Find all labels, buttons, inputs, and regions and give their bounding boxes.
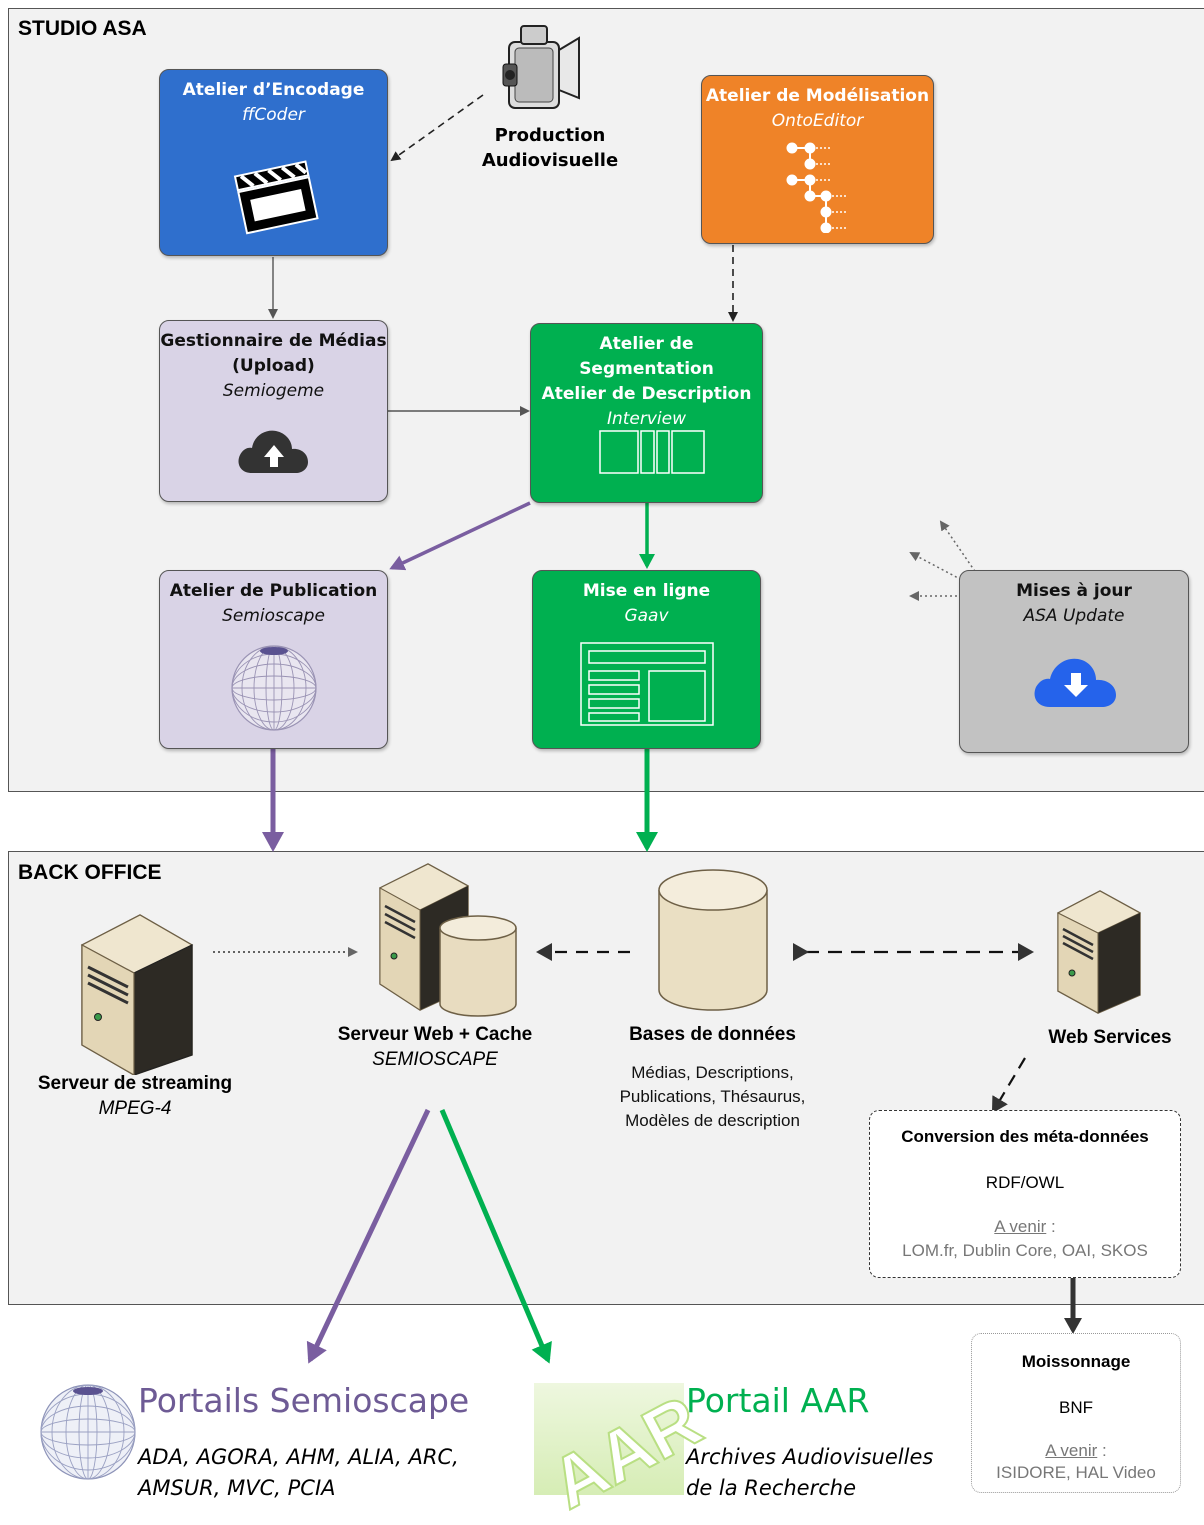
aar-logo: AAR xyxy=(534,1380,715,1525)
conversion-format: RDF/OWL xyxy=(985,1173,1065,1192)
encodage-subtitle: ffCoder xyxy=(242,105,305,125)
bases-line2: Publications, Thésaurus, xyxy=(619,1087,806,1106)
atelier-segmentation-box[interactable]: Atelier de Segmentation Atelier de Descr… xyxy=(530,323,763,503)
portails-semioscape-title[interactable]: Portails Semioscape xyxy=(138,1381,470,1420)
database-cylinder-icon xyxy=(658,869,768,1011)
segmentation-line1: Atelier de Segmentation xyxy=(579,334,714,379)
portail-aar-description: Archives Audiovisuelles de la Recherche xyxy=(686,1442,933,1504)
publication-subtitle: Semioscape xyxy=(222,606,325,626)
moissonnage-avenir-label: A venir xyxy=(1045,1441,1098,1460)
mises-a-jour-box[interactable]: Mises à jour ASA Update xyxy=(959,570,1189,753)
moissonnage-title: Moissonnage xyxy=(1021,1352,1131,1371)
streaming-title: Serveur de streaming xyxy=(37,1073,233,1094)
semioscape-globe-icon xyxy=(40,1384,136,1480)
bases-line3: Modèles de description xyxy=(625,1111,800,1130)
gestionnaire-subtitle: Semiogeme xyxy=(222,381,325,401)
modelisation-subtitle: OntoEditor xyxy=(771,111,864,131)
conversion-avenir-items: LOM.fr, Dublin Core, OAI, SKOS xyxy=(902,1241,1148,1260)
gestionnaire-line2: (Upload) xyxy=(232,356,315,376)
aar-desc-line2: de la Recherche xyxy=(686,1476,856,1500)
semioscape-list-line1: ADA, AGORA, AHM, ALIA, ARC, xyxy=(138,1445,459,1469)
production-audiovisuelle-label: Production Audiovisuelle xyxy=(470,123,630,173)
conversion-avenir: A venir : xyxy=(870,1215,1180,1239)
mise-en-ligne-box[interactable]: Mise en ligne Gaav xyxy=(532,570,761,749)
cloud-download-icon xyxy=(1034,658,1116,707)
gestionnaire-medias-box[interactable]: Gestionnaire de Médias (Upload) Semiogem… xyxy=(159,320,388,502)
atelier-publication-box[interactable]: Atelier de Publication Semioscape xyxy=(159,570,388,749)
modelisation-title: Atelier de Modélisation xyxy=(705,86,930,106)
mise-en-ligne-title: Mise en ligne xyxy=(582,581,711,601)
moissonnage-box[interactable]: Moissonnage BNF A venir : ISIDORE, HAL V… xyxy=(971,1333,1181,1493)
clapperboard-icon xyxy=(233,160,319,235)
semioscape-list-line2: AMSUR, MVC, PCIA xyxy=(138,1476,336,1500)
bases-label: Bases de données Médias, Descriptions, P… xyxy=(590,1022,835,1133)
production-line1: Production xyxy=(494,125,606,146)
back-office-title: BACK OFFICE xyxy=(18,861,162,884)
gestionnaire-line1: Gestionnaire de Médias xyxy=(160,331,387,351)
segments-icon xyxy=(599,430,705,474)
conversion-metadata-box[interactable]: Conversion des méta-données RDF/OWL A ve… xyxy=(869,1110,1181,1278)
portails-semioscape-list: ADA, AGORA, AHM, ALIA, ARC, AMSUR, MVC, … xyxy=(138,1442,459,1504)
conversion-avenir-label: A venir xyxy=(994,1217,1047,1236)
moissonnage-avenir: A venir : xyxy=(972,1440,1180,1462)
web-services-title: Web Services xyxy=(1048,1027,1172,1048)
moissonnage-avenir-colon: : xyxy=(1097,1441,1107,1460)
conversion-title: Conversion des méta-données xyxy=(901,1127,1149,1146)
atelier-modelisation-box[interactable]: Atelier de Modélisation OntoEditor xyxy=(701,75,934,244)
globe-icon xyxy=(231,645,317,731)
mise-en-ligne-subtitle: Gaav xyxy=(624,606,669,626)
publication-title: Atelier de Publication xyxy=(169,581,378,601)
streaming-label: Serveur de streaming MPEG-4 xyxy=(10,1071,260,1121)
moissonnage-target: BNF xyxy=(1059,1398,1093,1417)
web-services-label: Web Services xyxy=(1020,1025,1200,1050)
streaming-server-icon xyxy=(80,914,194,1075)
segmentation-subtitle: Interview xyxy=(606,409,687,429)
atelier-encodage-box[interactable]: Atelier d’Encodage ffCoder xyxy=(159,69,388,256)
aar-desc-line1: Archives Audiovisuelles xyxy=(686,1445,934,1469)
portail-aar-title[interactable]: Portail AAR xyxy=(686,1381,870,1420)
web-cache-title: Serveur Web + Cache xyxy=(337,1024,533,1045)
web-services-server-icon xyxy=(1056,890,1142,1014)
bases-title: Bases de données xyxy=(629,1024,796,1045)
production-line2: Audiovisuelle xyxy=(481,150,619,171)
segmentation-line2: Atelier de Description xyxy=(541,384,752,404)
mises-a-jour-title: Mises à jour xyxy=(1016,581,1132,601)
ontology-tree-icon xyxy=(786,142,848,233)
encodage-title: Atelier d’Encodage xyxy=(182,80,365,100)
mises-a-jour-subtitle: ASA Update xyxy=(1023,606,1125,626)
webpage-layout-icon xyxy=(580,642,714,726)
web-cache-server-icon xyxy=(378,863,517,1017)
web-cache-subtitle: SEMIOSCAPE xyxy=(372,1049,498,1070)
streaming-subtitle: MPEG-4 xyxy=(98,1098,172,1119)
conversion-avenir-colon: : xyxy=(1046,1217,1056,1236)
cloud-upload-icon xyxy=(238,430,308,473)
studio-asa-title: STUDIO ASA xyxy=(18,17,147,40)
bases-line1: Médias, Descriptions, xyxy=(631,1063,794,1082)
web-cache-label: Serveur Web + Cache SEMIOSCAPE xyxy=(300,1022,570,1072)
moissonnage-avenir-items: ISIDORE, HAL Video xyxy=(996,1463,1156,1482)
video-camera-icon xyxy=(502,25,580,109)
